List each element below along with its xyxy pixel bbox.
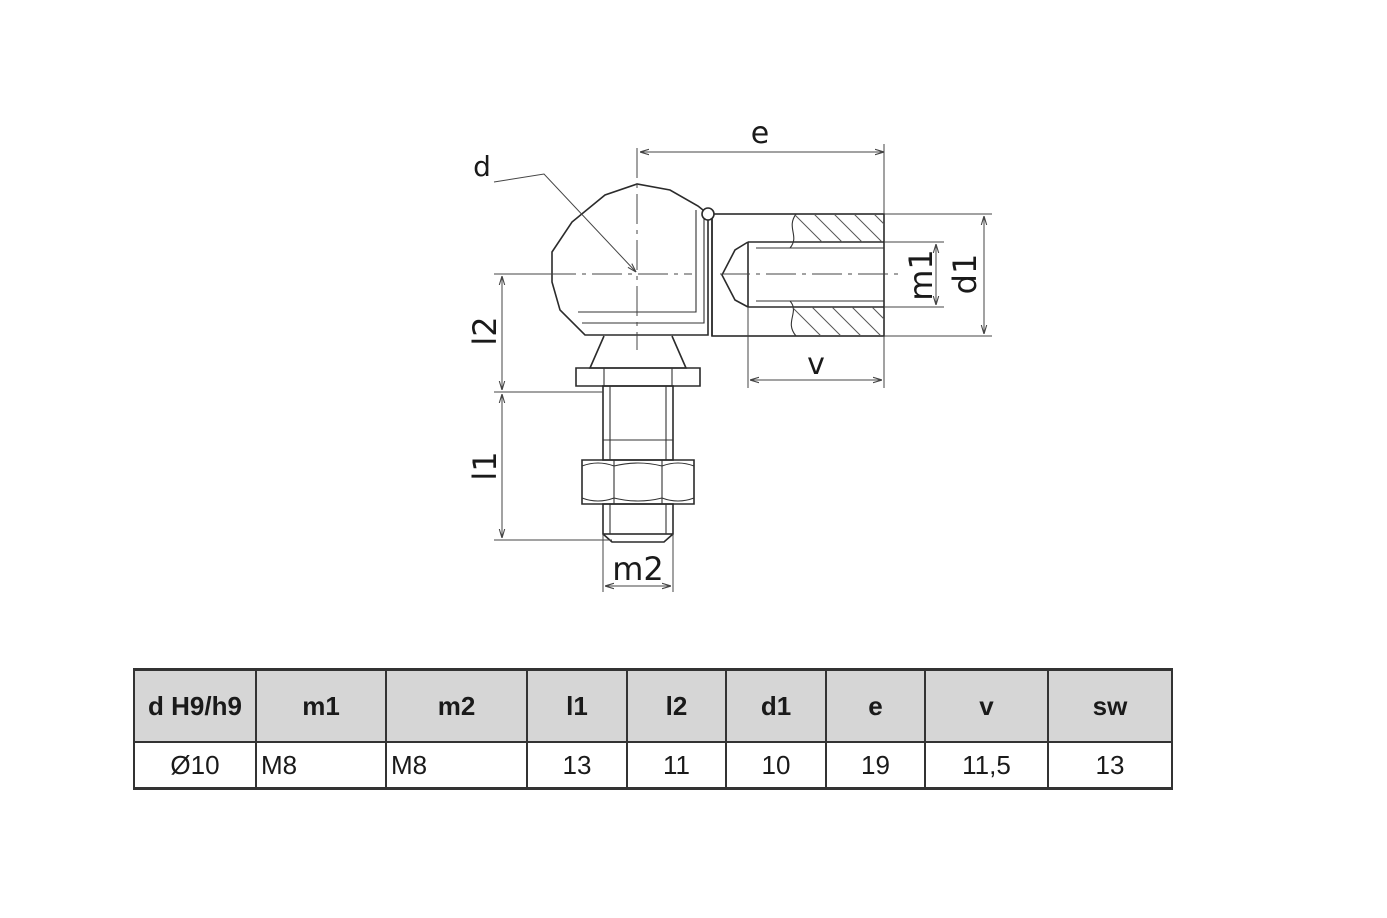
dimension-e: e xyxy=(640,116,885,214)
label-e: e xyxy=(751,116,769,151)
table-header-row: d H9/h9 m1 m2 l1 l2 d1 e v sw xyxy=(133,668,1173,743)
cell-m1: M8 xyxy=(255,741,387,790)
dimension-v: v xyxy=(747,307,885,388)
cell-l1: 13 xyxy=(526,741,628,790)
header-sw: sw xyxy=(1047,668,1173,743)
cell-d1: 10 xyxy=(725,741,827,790)
socket-housing xyxy=(711,213,900,337)
header-d1: d1 xyxy=(725,668,827,743)
dimension-d1: d1 xyxy=(884,213,992,337)
header-l1: l1 xyxy=(526,668,628,743)
cell-m2: M8 xyxy=(385,741,528,790)
dimension-l1: l1 xyxy=(466,394,612,541)
header-l2: l2 xyxy=(626,668,727,743)
cell-d: Ø10 xyxy=(133,741,257,790)
label-d1: d1 xyxy=(946,254,984,295)
ball-head xyxy=(551,183,715,336)
table-row: Ø10 M8 M8 13 11 10 19 11,5 13 xyxy=(133,741,1173,790)
label-l2: l2 xyxy=(466,316,504,345)
label-l1: l1 xyxy=(466,451,504,480)
cell-e: 19 xyxy=(825,741,926,790)
cell-sw: 13 xyxy=(1047,741,1173,790)
ball-stud-collar xyxy=(575,335,701,387)
cell-l2: 11 xyxy=(626,741,727,790)
header-d-tolerance: d H9/h9 xyxy=(133,668,257,743)
header-e: e xyxy=(825,668,926,743)
dimension-l2: l2 xyxy=(466,273,603,393)
technical-drawing: e d m1 d1 v l2 l1 xyxy=(466,116,992,592)
dimension-m2: m2 xyxy=(602,534,674,592)
dimension-m1: m1 xyxy=(884,241,944,308)
label-v: v xyxy=(807,347,825,382)
label-d: d xyxy=(473,150,491,183)
header-m1: m1 xyxy=(255,668,387,743)
specification-table: d H9/h9 m1 m2 l1 l2 d1 e v sw Ø10 M8 M8 … xyxy=(133,668,1173,790)
hex-nut xyxy=(581,459,695,505)
label-m1: m1 xyxy=(902,249,940,301)
label-m2: m2 xyxy=(612,550,664,588)
header-v: v xyxy=(924,668,1049,743)
dimension-d: d xyxy=(473,150,636,272)
cell-v: 11,5 xyxy=(924,741,1049,790)
header-m2: m2 xyxy=(385,668,528,743)
